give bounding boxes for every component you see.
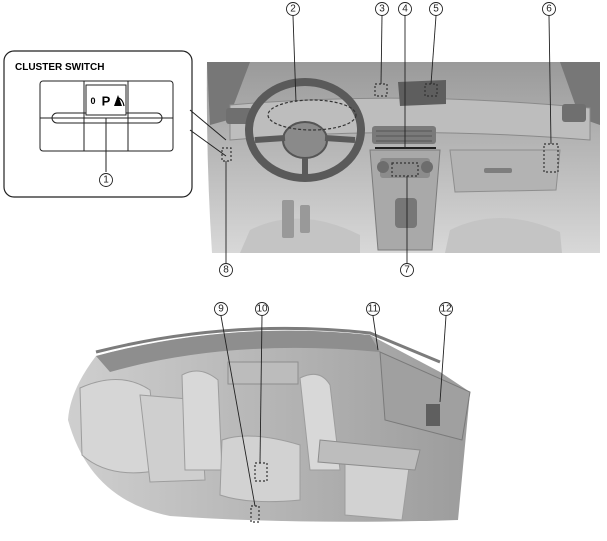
svg-text:5: 5 [433,4,439,15]
callout-4: 4 [398,2,412,16]
callout-12: 12 [439,302,453,316]
callout-2: 2 [286,2,300,16]
target-7 [391,162,419,177]
target-10 [254,462,268,482]
parking-sensor-button [85,84,127,116]
svg-text:4: 4 [402,4,408,15]
target-6 [543,143,559,173]
target-8 [221,147,232,162]
cluster-switch-title: CLUSTER SWITCH [15,62,104,73]
callout-10: 10 [255,302,269,316]
button-letter-text: P [102,94,111,109]
svg-text:11: 11 [368,304,379,315]
callout-11: 11 [366,302,380,316]
sensor-wave-icon [114,95,122,106]
dashboard-illustration [206,62,600,253]
svg-text:1: 1 [103,175,109,186]
callout-6: 6 [542,2,556,16]
callout-5: 5 [429,2,443,16]
svg-text:6: 6 [546,4,552,15]
svg-text:8: 8 [223,265,229,276]
callout-8: 8 [219,263,233,277]
callout-7: 7 [400,263,414,277]
target-2 [267,99,357,131]
svg-text:10: 10 [256,304,268,315]
cabin-illustration [68,326,471,523]
svg-text:7: 7 [404,265,410,276]
svg-text:3: 3 [379,4,385,15]
cluster-switch-inset: CLUSTER SWITCH 0 P [3,50,227,198]
svg-text:9: 9 [218,304,224,315]
callout-9: 9 [214,302,228,316]
callout-3: 3 [375,2,389,16]
callout-1: 1 [99,173,113,187]
svg-text:12: 12 [440,304,452,315]
button-indicator-text: 0 [90,96,95,106]
sensor-arc-icon [118,97,125,107]
svg-text:2: 2 [290,4,296,15]
leader-lines [220,15,552,507]
